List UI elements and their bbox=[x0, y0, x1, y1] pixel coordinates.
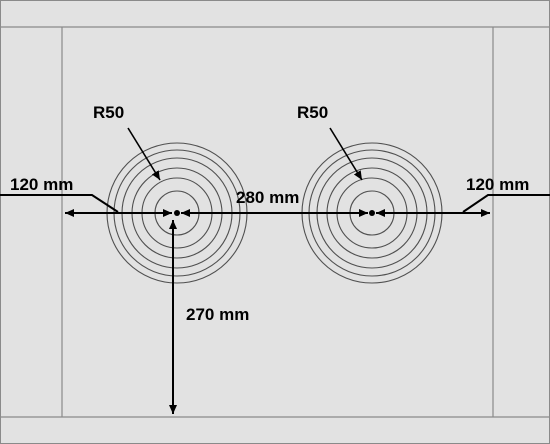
radius-right-label: R50 bbox=[297, 103, 328, 122]
dim-left-label: 120 mm bbox=[10, 175, 73, 194]
radius-left-label: R50 bbox=[93, 103, 124, 122]
dim-right-leader bbox=[462, 194, 550, 213]
dim-center-label: 280 mm bbox=[236, 188, 299, 207]
dim-left-leader bbox=[0, 194, 119, 213]
left-radius-leader bbox=[127, 127, 161, 181]
left-center-dot bbox=[174, 210, 180, 216]
dim-vertical-label: 270 mm bbox=[186, 305, 249, 324]
right-radius-leader bbox=[329, 127, 363, 181]
right-center-dot bbox=[369, 210, 375, 216]
dim-right-label: 120 mm bbox=[466, 175, 529, 194]
